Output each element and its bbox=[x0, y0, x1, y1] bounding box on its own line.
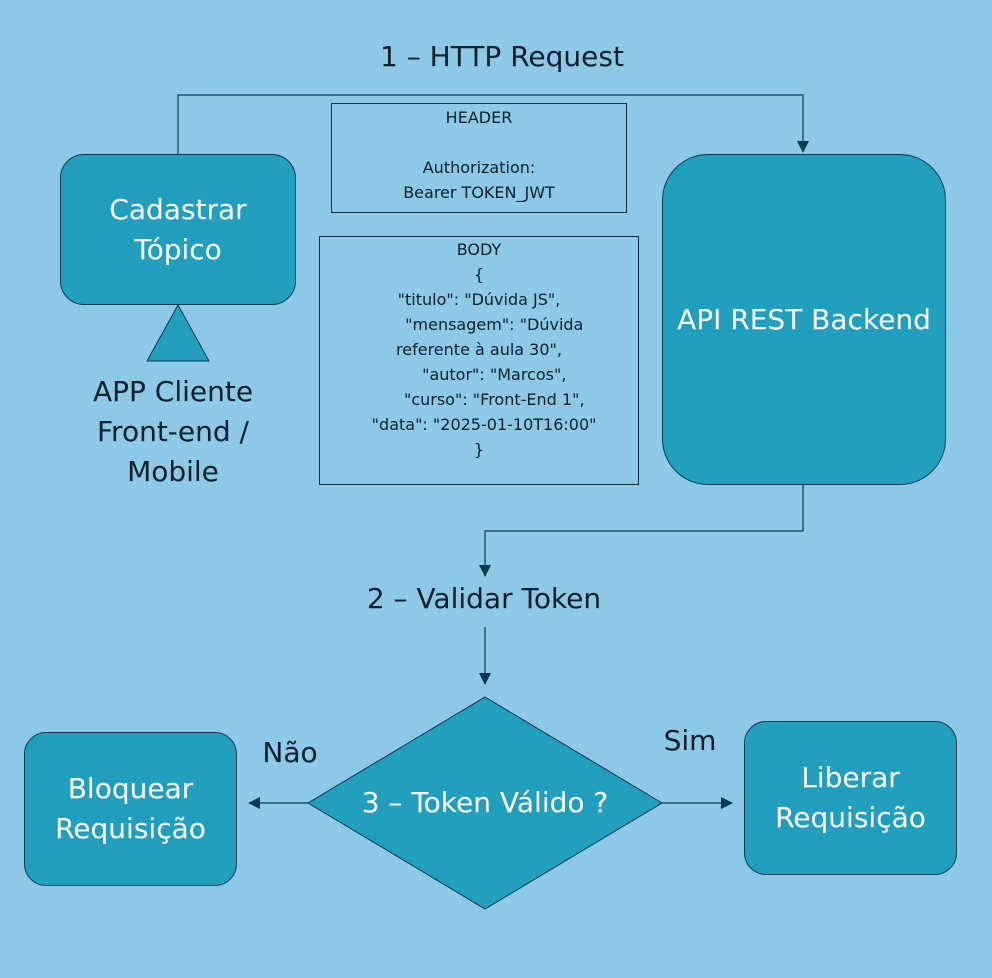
app-client-line-2: Front-end / bbox=[96, 415, 249, 448]
decision-label: 3 – Token Válido ? bbox=[361, 786, 609, 819]
body-note-line-4: "mensagem": "Dúvida bbox=[374, 315, 584, 334]
liberar-line-2: Requisição bbox=[775, 801, 926, 834]
cadastrar-topico-line-2: Tópico bbox=[134, 232, 222, 266]
bloquear-line-1: Bloquear bbox=[67, 772, 194, 805]
body-note-line-6: "autor": "Marcos", bbox=[391, 365, 567, 384]
connector-client-to-api bbox=[177, 94, 809, 154]
branch-yes-label: Sim bbox=[663, 724, 717, 757]
header-note: HEADER Authorization: Bearer TOKEN_JWT bbox=[331, 103, 627, 213]
header-note-line-1: HEADER bbox=[445, 108, 513, 127]
cadastrar-topico-line-1: Cadastrar bbox=[109, 192, 247, 226]
step-validate-token-label: 2 – Validar Token bbox=[366, 582, 602, 615]
body-note-line-8: "data": "2025-01-10T16:00" bbox=[361, 415, 597, 434]
api-rest-backend-label: API REST Backend bbox=[677, 302, 931, 336]
triangle-actor-icon bbox=[146, 303, 210, 362]
body-note-line-9: } bbox=[473, 440, 485, 459]
body-note-line-5: referente à aula 30", bbox=[396, 340, 562, 359]
branch-no-label: Não bbox=[262, 736, 318, 769]
app-client-label: APP Cliente Front-end / Mobile bbox=[60, 372, 286, 492]
decision-diamond bbox=[307, 696, 663, 910]
liberar-line-1: Liberar bbox=[801, 761, 900, 794]
connector-api-to-validate bbox=[479, 485, 804, 577]
step-http-request-label: 1 – HTTP Request bbox=[380, 40, 624, 73]
bloquear-line-2: Requisição bbox=[55, 812, 206, 845]
header-note-line-4: Bearer TOKEN_JWT bbox=[403, 183, 555, 202]
body-note-line-2: { bbox=[473, 265, 485, 284]
header-note-line-3: Authorization: bbox=[422, 158, 536, 177]
app-client-line-3: Mobile bbox=[127, 455, 219, 488]
body-note-line-3: "titulo": "Dúvida JS", bbox=[397, 290, 561, 309]
body-note: BODY { "titulo": "Dúvida JS", "mensagem"… bbox=[319, 236, 639, 485]
bloquear-requisicao-node: Bloquear Requisição bbox=[24, 732, 237, 886]
api-rest-backend-node: API REST Backend bbox=[662, 154, 946, 485]
header-note-line-2 bbox=[332, 130, 626, 155]
app-client-line-1: APP Cliente bbox=[92, 375, 254, 408]
body-note-line-7: "curso": "Front-End 1", bbox=[373, 390, 585, 409]
cadastrar-topico-node: Cadastrar Tópico bbox=[60, 154, 296, 305]
liberar-requisicao-node: Liberar Requisição bbox=[744, 721, 957, 875]
body-note-line-1: BODY bbox=[456, 240, 502, 259]
